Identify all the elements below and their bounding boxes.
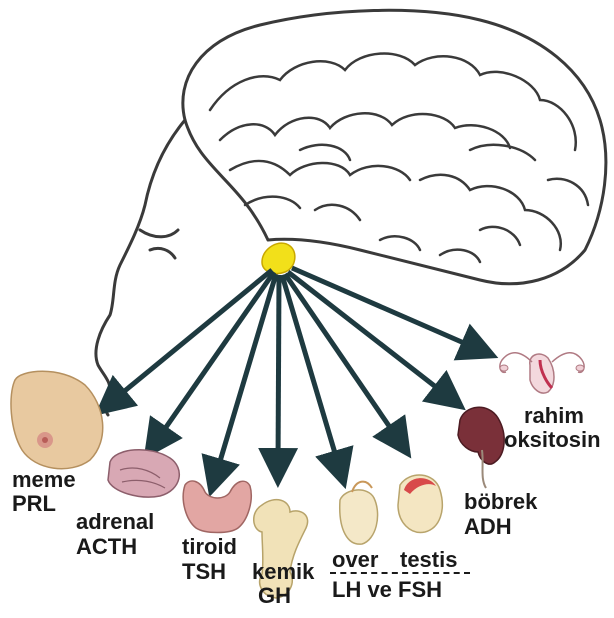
lh-fsh-divider	[330, 572, 470, 574]
label-breast: meme	[12, 468, 76, 492]
adrenal-organ	[108, 450, 179, 497]
ovary-organ	[340, 482, 378, 545]
arrow-to-uterus	[292, 268, 480, 350]
label-prl: PRL	[12, 492, 56, 516]
label-gh: GH	[258, 584, 291, 608]
label-testis: testis	[400, 548, 457, 572]
arrow-to-thyroid	[215, 274, 276, 478]
arrow-to-bone	[278, 275, 279, 468]
hormone-arrows	[110, 268, 480, 478]
testis-organ	[398, 475, 442, 532]
breast-organ	[11, 371, 103, 468]
label-thyroid: tiroid	[182, 535, 237, 559]
label-tsh: TSH	[182, 560, 226, 584]
arrow-to-adrenal	[155, 272, 274, 443]
kidney-organ	[458, 407, 504, 488]
pituitary-gland	[262, 243, 295, 273]
uterus-organ	[500, 353, 584, 393]
label-oxytocin: oksitosin	[504, 428, 601, 452]
label-adrenal: adrenal	[76, 510, 154, 534]
label-adh: ADH	[464, 515, 512, 539]
arrow-to-testis	[285, 274, 400, 442]
thyroid-organ	[183, 481, 251, 533]
label-kidney: böbrek	[464, 490, 537, 514]
arrow-to-breast	[110, 270, 272, 403]
label-ovary: over	[332, 548, 378, 572]
brain-gyri	[210, 54, 588, 262]
label-bone: kemik	[252, 560, 314, 584]
label-acth: ACTH	[76, 535, 137, 559]
label-lh-fsh: LH ve FSH	[332, 578, 442, 602]
label-uterus: rahim	[524, 404, 584, 428]
